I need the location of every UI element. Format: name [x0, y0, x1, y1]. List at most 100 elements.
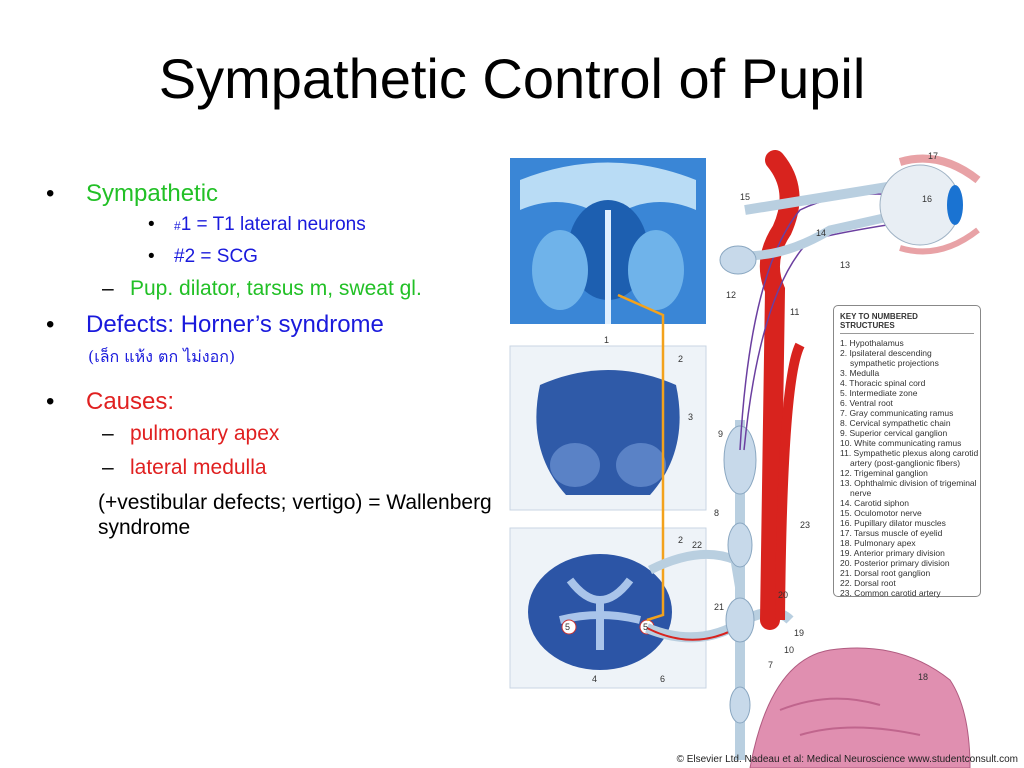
label-10: 10: [784, 645, 794, 655]
label-22: 22: [692, 540, 702, 550]
dash-marker: –: [102, 422, 114, 446]
key-item: 5. Intermediate zone: [840, 388, 918, 398]
key-item: 17. Tarsus muscle of eyelid: [840, 528, 943, 538]
label-8: 8: [714, 508, 719, 518]
dash-item-pupil-dilator: – Pup. dilator, tarsus m, sweat gl.: [40, 276, 510, 302]
bullet-label: Defects: Horner’s syndrome: [86, 310, 384, 338]
bullet-label: Sympathetic: [86, 180, 219, 207]
key-title: KEY TO NUMBERED STRUCTURES: [840, 312, 974, 334]
spinal-gray-matter: [559, 577, 641, 650]
label-3: 3: [688, 412, 693, 422]
key-item: 23. Common carotid artery: [840, 588, 941, 598]
label-9: 9: [718, 429, 723, 439]
key-item: 16. Pupillary dilator muscles: [840, 518, 946, 528]
middle-cervical-ganglion: [727, 522, 753, 568]
sub-bullet-t1: • #1 = T1 lateral neurons: [40, 213, 510, 237]
label-2a: 2: [678, 354, 683, 364]
descending-projection: [617, 293, 665, 622]
label-17: 17: [928, 151, 938, 161]
bullet-dot: •: [46, 180, 55, 207]
dash-marker: –: [102, 456, 114, 480]
label-4: 4: [592, 674, 597, 684]
label-19: 19: [794, 628, 804, 638]
dash-item-pulmonary-apex: – pulmonary apex: [40, 421, 510, 447]
key-item: 12. Trigeminal ganglion: [840, 468, 928, 478]
key-item: 11. Sympathetic plexus along carotid: [840, 448, 979, 458]
anatomy-illustration: 1 2 3 2 22 4 6 5 5 7 8 9 10 11 12 13 14 …: [509, 150, 981, 768]
key-to-numbered-structures: KEY TO NUMBERED STRUCTURES 1. Hypothalam…: [833, 305, 981, 598]
brain-lobe-right: [628, 230, 684, 310]
label-18: 18: [918, 672, 928, 682]
thai-note: (เล็ก แห้ง ตก ไม่งอก): [88, 347, 236, 367]
key-item: 19. Anterior primary division: [840, 548, 945, 558]
label-1: 1: [604, 335, 609, 345]
key-item: 14. Carotid siphon: [840, 498, 909, 508]
iris: [947, 185, 963, 225]
key-item: 1. Hypothalamus: [840, 338, 904, 348]
label-23: 23: [800, 520, 810, 530]
bullet-dot: •: [46, 388, 55, 416]
medulla-olive-left: [550, 443, 600, 487]
label-12: 12: [726, 290, 736, 300]
sub-bullet-text: 1 = T1 lateral neurons: [180, 213, 366, 235]
bullet-causes: • Causes:: [40, 388, 510, 417]
label-21: 21: [714, 602, 724, 612]
sub-bullet-scg: • #2 = SCG: [40, 245, 510, 269]
hash-marker: #: [174, 218, 181, 233]
eyelid-lower: [899, 227, 980, 255]
bullet-dot: •: [148, 245, 155, 267]
label-13: 13: [840, 260, 850, 270]
key-item: 22. Dorsal root: [840, 578, 896, 588]
bullet-dot: •: [46, 310, 55, 338]
brain-white-matter: [520, 162, 696, 220]
bullet-dot: •: [148, 213, 155, 235]
label-16: 16: [922, 194, 932, 204]
thoracic-ganglion: [725, 597, 755, 643]
superior-cervical-ganglion: [723, 425, 757, 495]
label-5b: 5: [643, 622, 648, 632]
key-item: 6. Ventral root: [840, 398, 893, 408]
key-item: 13. Ophthalmic division of trigeminal: [840, 478, 977, 488]
key-item: 15. Oculomotor nerve: [840, 508, 922, 518]
trigeminal-ganglion: [719, 245, 757, 275]
key-item: 10. White communicating ramus: [840, 438, 962, 448]
lower-ganglion: [729, 686, 751, 724]
key-item: 4. Thoracic spinal cord: [840, 378, 926, 388]
carotid-artery: [759, 150, 800, 630]
label-11: 11: [790, 307, 799, 317]
slide-title: Sympathetic Control of Pupil: [158, 47, 866, 110]
key-item: 8. Cervical sympathetic chain: [840, 418, 951, 428]
dash-text: pulmonary apex: [130, 422, 280, 446]
label-15: 15: [740, 192, 750, 202]
label-2b: 2: [678, 535, 683, 545]
pulmonary-apex: [749, 647, 971, 768]
postganglionic-fiber-2: [743, 219, 921, 451]
dash-text: lateral medulla: [130, 456, 267, 480]
label-6: 6: [660, 674, 665, 684]
key-item: artery (post-ganglionic fibers): [850, 458, 961, 468]
bullet-label: Causes:: [86, 388, 175, 416]
key-item: 9. Superior cervical ganglion: [840, 428, 948, 438]
key-item: 21. Dorsal root ganglion: [840, 568, 931, 578]
bullet-defects: • Defects: Horner’s syndrome: [40, 311, 510, 340]
medulla-olive-right: [616, 443, 666, 487]
eyelid-upper: [898, 154, 981, 184]
key-item: 2. Ipsilateral descending: [840, 348, 932, 358]
dash-item-lateral-medulla: – lateral medulla: [40, 455, 510, 481]
wallenberg-note: (+vestibular defects; vertigo) = Wallenb…: [98, 490, 492, 539]
key-item: 7. Gray communicating ramus: [840, 408, 954, 418]
anatomy-figure: 1 2 3 2 22 4 6 5 5 7 8 9 10 11 12 13 14 …: [500, 150, 1024, 768]
key-item: sympathetic projections: [850, 358, 939, 368]
label-14: 14: [816, 228, 826, 238]
sub-bullet-text: #2 = SCG: [174, 245, 258, 267]
key-item: 18. Pulmonary apex: [840, 538, 916, 548]
dash-marker: –: [102, 277, 114, 301]
label-20: 20: [778, 590, 788, 600]
lung-texture: [779, 697, 921, 736]
key-item: 3. Medulla: [840, 368, 880, 378]
label-5a: 5: [565, 622, 570, 632]
bullet-sympathetic: • Sympathetic: [40, 180, 510, 209]
key-item: 20. Posterior primary division: [840, 558, 950, 568]
label-7: 7: [768, 660, 773, 670]
intermediate-zone-left: [561, 619, 577, 635]
